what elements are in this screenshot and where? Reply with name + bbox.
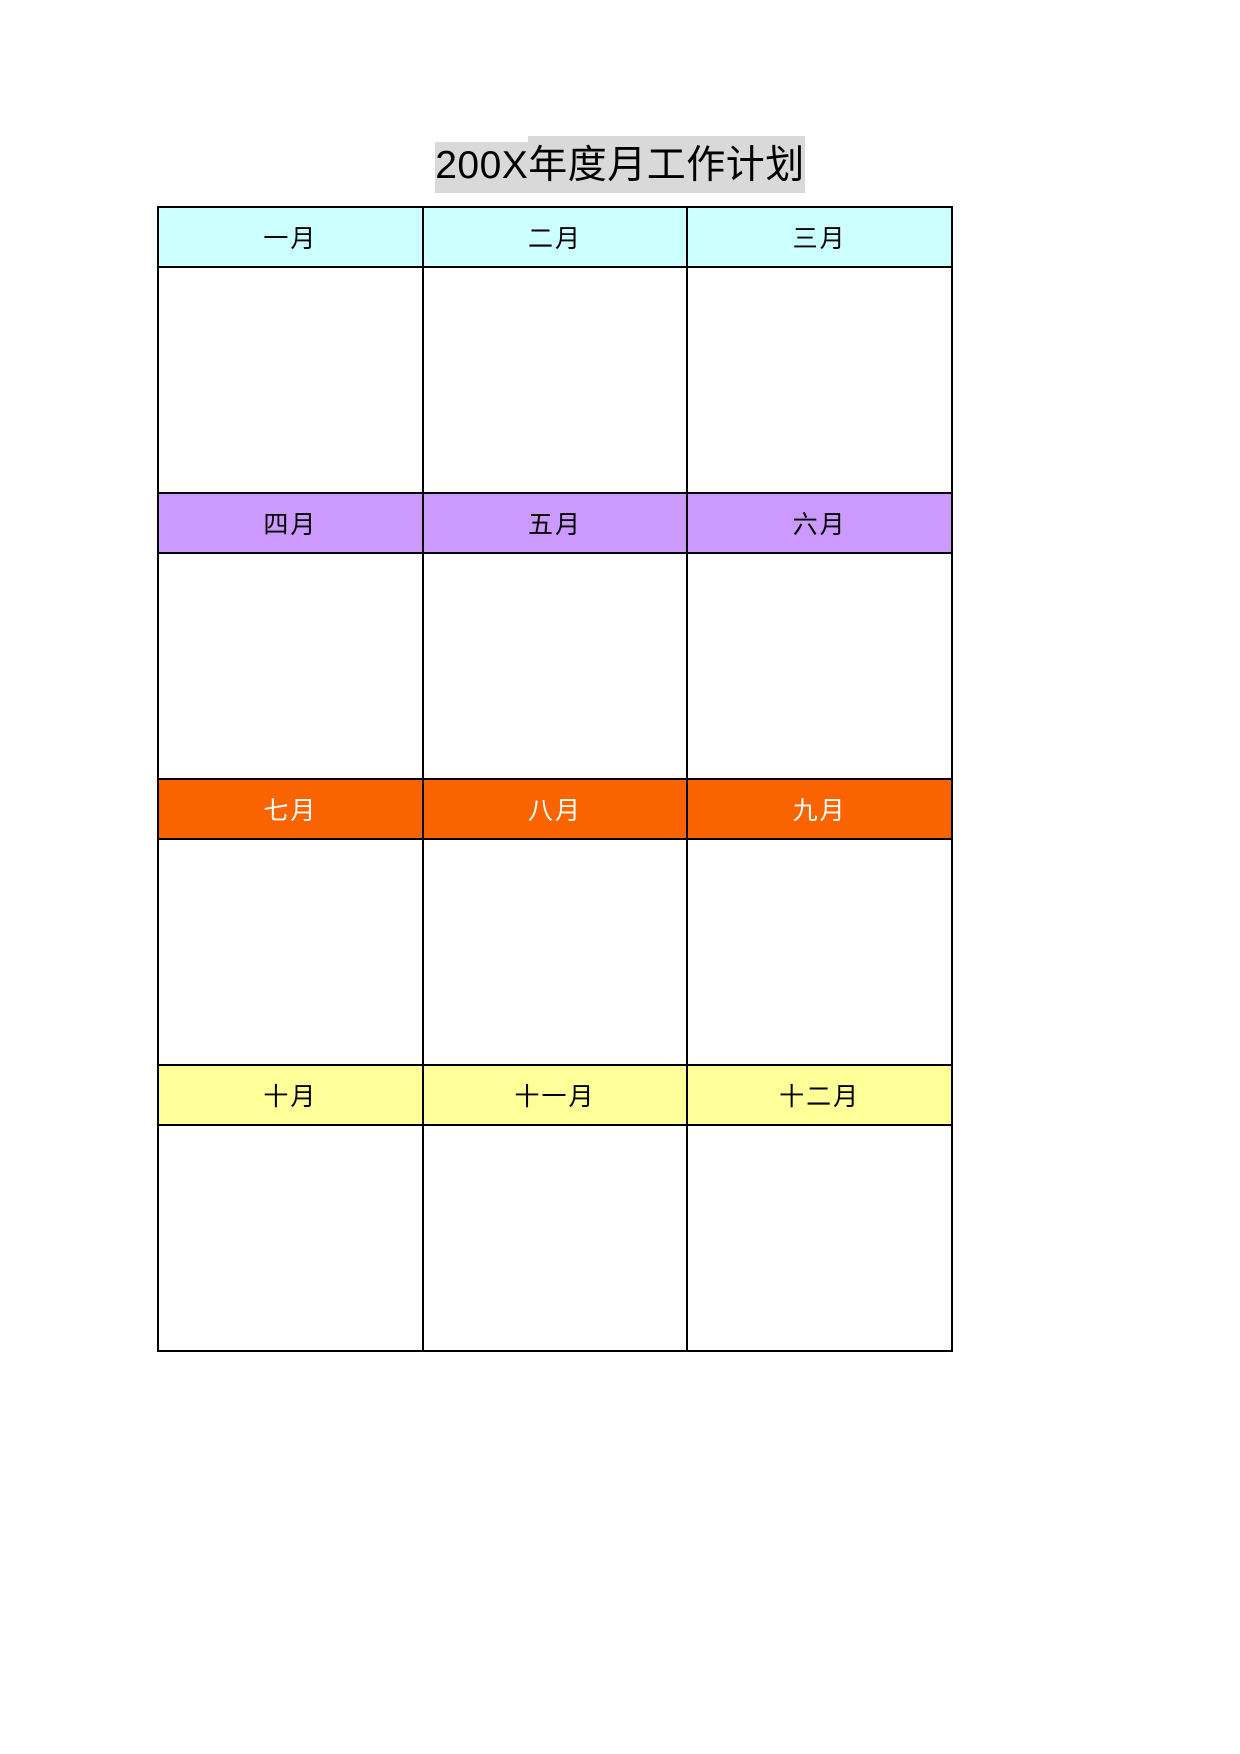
- quarter-notes-row-q2: [157, 552, 953, 780]
- month-notes-cell[interactable]: [421, 266, 689, 494]
- month-header-cell[interactable]: 七月: [157, 778, 424, 840]
- month-notes-cell[interactable]: [686, 1124, 953, 1352]
- month-notes-cell[interactable]: [157, 838, 424, 1066]
- month-notes-cell[interactable]: [157, 1124, 424, 1352]
- quarter-notes-row-q3: [157, 838, 953, 1066]
- page-title: 200X年度月工作计划: [0, 136, 1240, 193]
- month-notes-cell[interactable]: [686, 552, 953, 780]
- month-header-cell[interactable]: 十二月: [686, 1064, 953, 1126]
- quarter-header-row-q2: 四月 五月 六月: [157, 492, 953, 554]
- month-header-cell[interactable]: 十一月: [421, 1064, 689, 1126]
- month-notes-cell[interactable]: [686, 838, 953, 1066]
- quarter-notes-row-q4: [157, 1124, 953, 1352]
- month-notes-cell[interactable]: [157, 266, 424, 494]
- month-notes-cell[interactable]: [157, 552, 424, 780]
- month-notes-cell[interactable]: [421, 552, 689, 780]
- month-header-cell[interactable]: 十月: [157, 1064, 424, 1126]
- month-header-cell[interactable]: 六月: [686, 492, 953, 554]
- month-header-cell[interactable]: 四月: [157, 492, 424, 554]
- month-header-cell[interactable]: 三月: [686, 206, 953, 268]
- month-header-cell[interactable]: 一月: [157, 206, 424, 268]
- month-header-cell[interactable]: 八月: [421, 778, 689, 840]
- quarter-header-row-q4: 十月 十一月 十二月: [157, 1064, 953, 1126]
- quarter-header-row-q1: 一月 二月 三月: [157, 206, 953, 268]
- month-header-cell[interactable]: 九月: [686, 778, 953, 840]
- month-notes-cell[interactable]: [421, 1124, 689, 1352]
- page-title-text: 200X年度月工作计划: [435, 136, 805, 193]
- page-title-label: 年度月工作计划: [528, 136, 805, 193]
- quarter-header-row-q3: 七月 八月 九月: [157, 778, 953, 840]
- month-header-cell[interactable]: 二月: [421, 206, 689, 268]
- quarter-notes-row-q1: [157, 266, 953, 494]
- monthly-plan-table: 一月 二月 三月 四月 五月 六月 七月 八月: [157, 206, 953, 1352]
- month-header-cell[interactable]: 五月: [421, 492, 689, 554]
- page-title-year: 200X: [435, 142, 529, 193]
- month-notes-cell[interactable]: [421, 838, 689, 1066]
- month-notes-cell[interactable]: [686, 266, 953, 494]
